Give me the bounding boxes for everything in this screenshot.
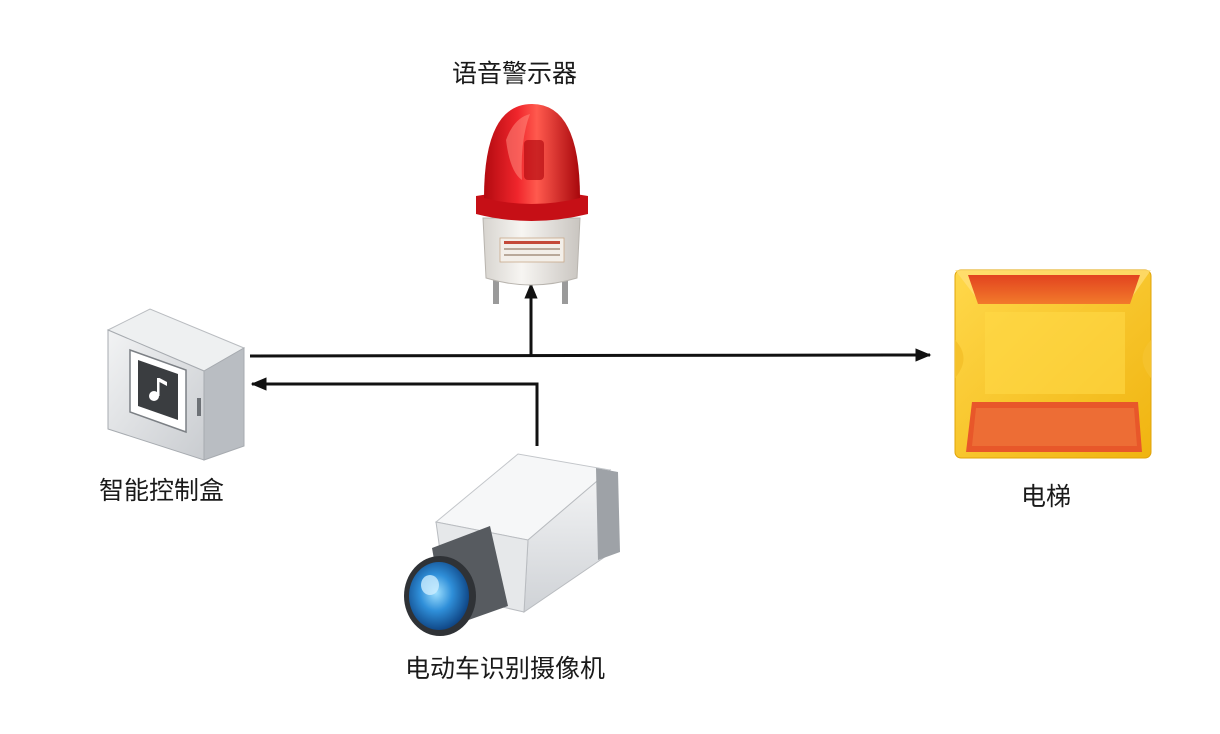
- yellow-reflector-icon: [954, 269, 1152, 459]
- camera-label: 电动车识别摄像机: [405, 654, 606, 683]
- control-box-icon: [106, 308, 246, 461]
- connectors: [249, 282, 932, 446]
- control-box-label: 智能控制盒: [99, 476, 225, 505]
- camera-icon: [404, 453, 620, 636]
- elevator-label: 电梯: [1021, 482, 1072, 511]
- edge-box-to-elevator: [249, 348, 932, 362]
- red-strobe-alarm-icon: [476, 104, 588, 304]
- alarm-label: 语音警示器: [452, 59, 578, 88]
- edge-camera-to-box: [250, 377, 539, 446]
